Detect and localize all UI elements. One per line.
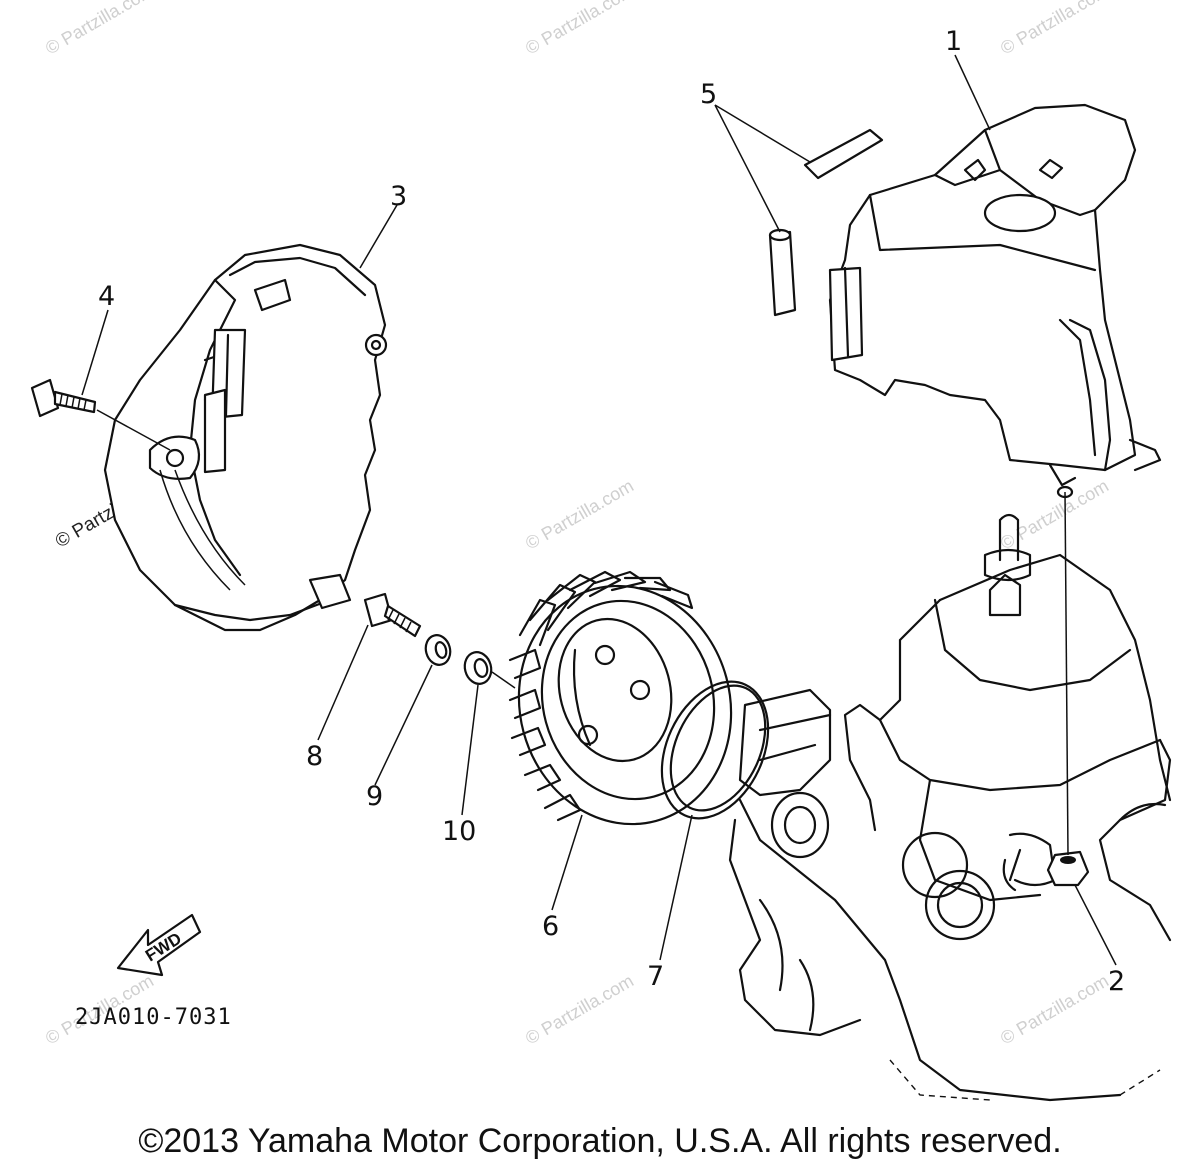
leader-lines xyxy=(81,54,1117,966)
diagram-part-code: 2JA010-7031 xyxy=(75,1005,232,1030)
callout-2: 2 xyxy=(1108,966,1125,997)
rubber-pads-part-5 xyxy=(768,128,884,317)
fwd-arrow: FWD xyxy=(116,913,202,977)
watermark: © Partzilla.com xyxy=(522,970,637,1048)
engine-block xyxy=(728,513,1172,1102)
callout-1: 1 xyxy=(945,26,962,57)
callout-labels: 1 2 3 4 5 6 7 8 9 10 xyxy=(98,26,1125,997)
nut-part-2 xyxy=(1046,491,1090,887)
callout-7: 7 xyxy=(647,961,664,992)
callout-9: 9 xyxy=(366,781,383,812)
air-shroud-part-1 xyxy=(828,103,1162,499)
fan-shroud-part-3 xyxy=(103,243,388,632)
callout-3: 3 xyxy=(390,181,407,212)
watermark: © Partzilla.com xyxy=(522,0,637,58)
cooling-fan-part-6 xyxy=(508,570,733,826)
o-ring-part-7 xyxy=(660,680,770,820)
callout-5: 5 xyxy=(700,79,717,110)
watermark: © Partzilla.com xyxy=(997,970,1112,1048)
bolt-part-8 xyxy=(363,592,422,638)
callout-4: 4 xyxy=(98,281,115,312)
watermark: © Partzilla.com xyxy=(997,475,1112,553)
callout-10: 10 xyxy=(442,816,476,847)
bolt-part-4 xyxy=(30,378,171,451)
watermark: © Partzilla.com xyxy=(522,475,637,553)
watermark: © Partzilla.com xyxy=(997,0,1112,58)
callout-8: 8 xyxy=(306,741,323,772)
callout-6: 6 xyxy=(542,911,559,942)
watermark: © Partzilla.com xyxy=(42,0,157,58)
washer-part-9 xyxy=(424,634,452,666)
washer-part-10 xyxy=(463,651,516,689)
copyright-notice: ©2013 Yamaha Motor Corporation, U.S.A. A… xyxy=(138,1122,1062,1160)
